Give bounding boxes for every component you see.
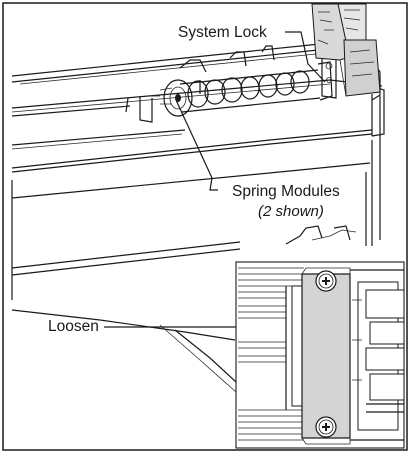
- bottom-screw-icon: [315, 416, 337, 438]
- spring-modules-leader: [175, 99, 218, 191]
- spring-modules-label: Spring Modules: [232, 183, 340, 200]
- system-lock: [311, 3, 381, 99]
- loosen-label: Loosen: [48, 318, 99, 335]
- system-lock-callout: System Lock: [178, 24, 326, 83]
- spring-modules-callout: Spring Modules (2 shown): [175, 99, 340, 220]
- inset-rail-texture: [238, 267, 304, 441]
- mounting-bracket: [301, 273, 351, 439]
- system-lock-leader: [285, 31, 326, 83]
- detail-inset: [235, 261, 405, 449]
- spring-modules-note: (2 shown): [258, 203, 324, 220]
- system-lock-label: System Lock: [178, 24, 267, 41]
- inset-mechanism: [350, 269, 405, 441]
- top-screw-icon: [315, 270, 337, 292]
